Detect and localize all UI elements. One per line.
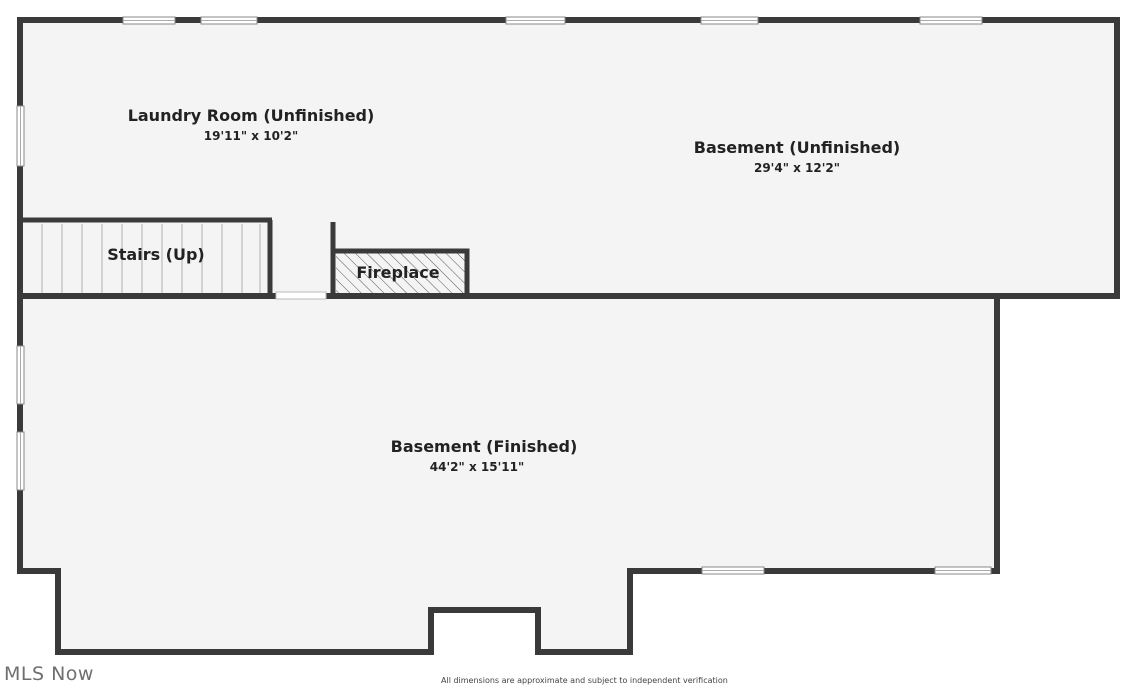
basement-finished-dimensions: 44'2" x 15'11" xyxy=(430,460,524,474)
laundry-room-dimensions: 19'11" x 10'2" xyxy=(204,129,298,143)
doorway-opening xyxy=(275,291,327,300)
stairs-label: Stairs (Up) xyxy=(107,245,205,264)
basement-finished-label: Basement (Finished) xyxy=(391,437,578,456)
basement-unfinished-dimensions: 29'4" x 12'2" xyxy=(754,161,840,175)
fireplace-hatch xyxy=(336,253,466,293)
fireplace-label: Fireplace xyxy=(356,263,439,282)
laundry-room-label: Laundry Room (Unfinished) xyxy=(128,106,375,125)
stair-treads xyxy=(23,222,270,294)
basement-unfinished-label: Basement (Unfinished) xyxy=(694,138,900,157)
dimensions-disclaimer: All dimensions are approximate and subje… xyxy=(441,676,728,685)
fireplace-wall xyxy=(333,248,470,296)
mls-now-watermark: MLS Now xyxy=(4,663,94,685)
lower-floor-area xyxy=(20,296,997,652)
lower-outer-wall xyxy=(17,293,1000,655)
window-marks xyxy=(16,16,992,575)
